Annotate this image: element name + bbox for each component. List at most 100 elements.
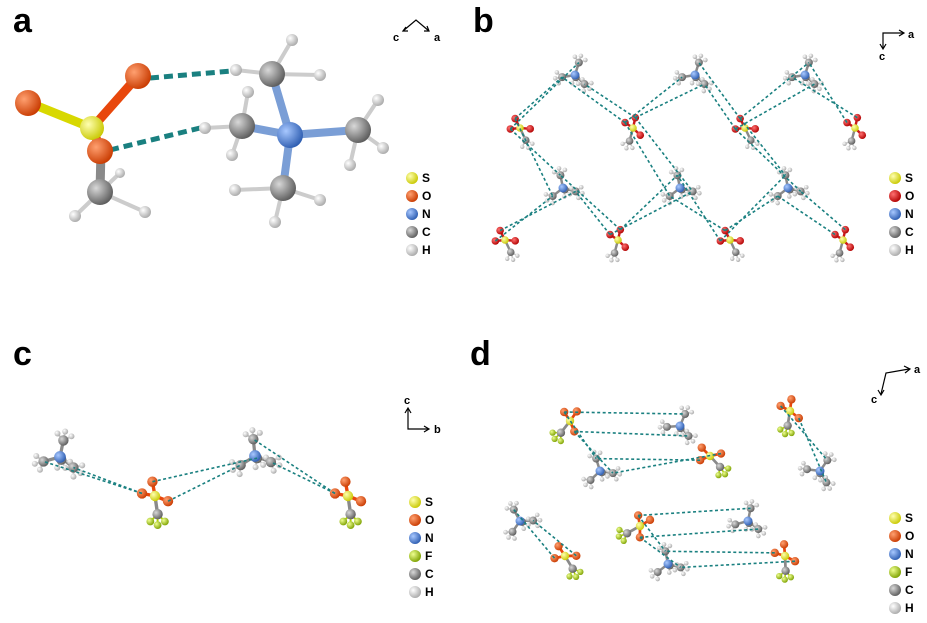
- atom-H: [735, 257, 741, 262]
- hydrogen-bond: [779, 405, 828, 461]
- atom-H: [666, 570, 672, 575]
- atom-S: [149, 490, 161, 502]
- tetramethylammonium-cation: [581, 449, 623, 490]
- atom-H: [70, 473, 77, 480]
- tetramethylammonium-cation: [552, 53, 594, 94]
- mesylate-anion: [731, 114, 760, 150]
- atom-F: [721, 471, 729, 478]
- hydrogen-bond: [791, 76, 858, 119]
- atom-H: [229, 184, 241, 196]
- atom-H: [54, 464, 61, 471]
- atom-H: [617, 471, 623, 477]
- axis-label: a: [908, 29, 915, 41]
- atom-N: [815, 466, 825, 476]
- atom-C: [754, 525, 763, 534]
- axis-label: c: [393, 32, 399, 44]
- atom-H: [543, 192, 549, 197]
- tetramethylammonium-cation: [797, 451, 837, 492]
- legend-label: H: [425, 585, 434, 599]
- atom-O: [779, 540, 789, 549]
- legend-swatch: [409, 586, 421, 598]
- legend-swatch: [889, 512, 901, 524]
- atom-C: [509, 505, 518, 514]
- atom-S: [635, 521, 645, 531]
- atom-S: [780, 551, 790, 561]
- legend-swatch: [889, 208, 901, 220]
- atom-H: [504, 506, 510, 511]
- atom-F: [353, 517, 362, 526]
- atom-H: [805, 190, 810, 196]
- atom-O: [15, 90, 41, 116]
- atom-S: [629, 124, 637, 132]
- hydrogen-bond: [698, 62, 741, 120]
- legend-d: S O N F C H: [889, 511, 914, 615]
- atom-O: [794, 413, 803, 423]
- atom-H: [730, 256, 735, 261]
- atom-C: [715, 462, 725, 472]
- atom-H: [630, 145, 635, 151]
- atom-O: [645, 515, 655, 525]
- chain-content-c: [31, 427, 367, 530]
- atom-H: [674, 70, 680, 75]
- atom-H: [314, 69, 326, 81]
- atom-F: [620, 537, 627, 545]
- atom-H: [520, 144, 525, 149]
- atom-C: [622, 529, 632, 538]
- hydrogen-bond: [563, 411, 597, 460]
- atom-H: [583, 57, 588, 63]
- legend-swatch: [406, 172, 418, 184]
- hydrogen-bond: [624, 122, 671, 197]
- atom-H: [661, 542, 667, 547]
- atom-H: [660, 192, 666, 197]
- atom-H: [727, 517, 733, 523]
- atom-H: [852, 145, 857, 151]
- legend-swatch: [409, 532, 421, 544]
- hydrogen-bond: [724, 195, 779, 232]
- hydrogen-bond: [665, 550, 775, 554]
- panel-label-d: d: [470, 335, 491, 373]
- atom-H: [605, 474, 610, 479]
- atom-H: [54, 430, 61, 437]
- atom-H: [693, 195, 698, 201]
- hydrogen-bond: [573, 430, 614, 474]
- atom-F: [781, 430, 789, 438]
- atom-H: [36, 466, 43, 473]
- atom-C: [87, 179, 113, 205]
- triflate-anion: [550, 541, 584, 580]
- atom-H: [689, 80, 695, 86]
- atom-H: [615, 466, 621, 471]
- hydrogen-bond: [509, 128, 561, 176]
- hydrogen-bond: [612, 452, 722, 474]
- legend-label: N: [905, 207, 914, 221]
- legend-swatch: [889, 190, 901, 202]
- atom-H: [740, 253, 745, 258]
- atom-O: [340, 476, 351, 487]
- atom-O: [125, 63, 151, 89]
- atom-H: [583, 482, 588, 488]
- atom-H: [578, 184, 584, 190]
- atom-C: [259, 61, 285, 87]
- atom-C: [796, 187, 805, 196]
- atom-H: [756, 533, 761, 539]
- atom-C: [608, 469, 617, 478]
- atom-H: [690, 438, 696, 444]
- axis-indicator-a: [401, 19, 430, 32]
- atom-H: [372, 94, 384, 106]
- atom-H: [679, 405, 685, 411]
- atom-C: [68, 462, 79, 473]
- atom-H: [115, 168, 125, 178]
- legend-swatch: [406, 208, 418, 220]
- axis-indicator-b: [879, 29, 906, 51]
- atom-H: [575, 81, 581, 87]
- hydrogen-bond: [634, 117, 694, 192]
- legend-label: H: [905, 243, 914, 257]
- atom-H: [286, 34, 298, 46]
- legend-label: S: [905, 511, 913, 525]
- atom-N: [277, 122, 303, 148]
- atom-N: [595, 466, 605, 476]
- axis-label: b: [434, 424, 441, 436]
- legend-swatch: [406, 244, 418, 256]
- atom-C: [822, 478, 831, 487]
- atom-O: [147, 476, 158, 487]
- atom-H: [614, 476, 619, 482]
